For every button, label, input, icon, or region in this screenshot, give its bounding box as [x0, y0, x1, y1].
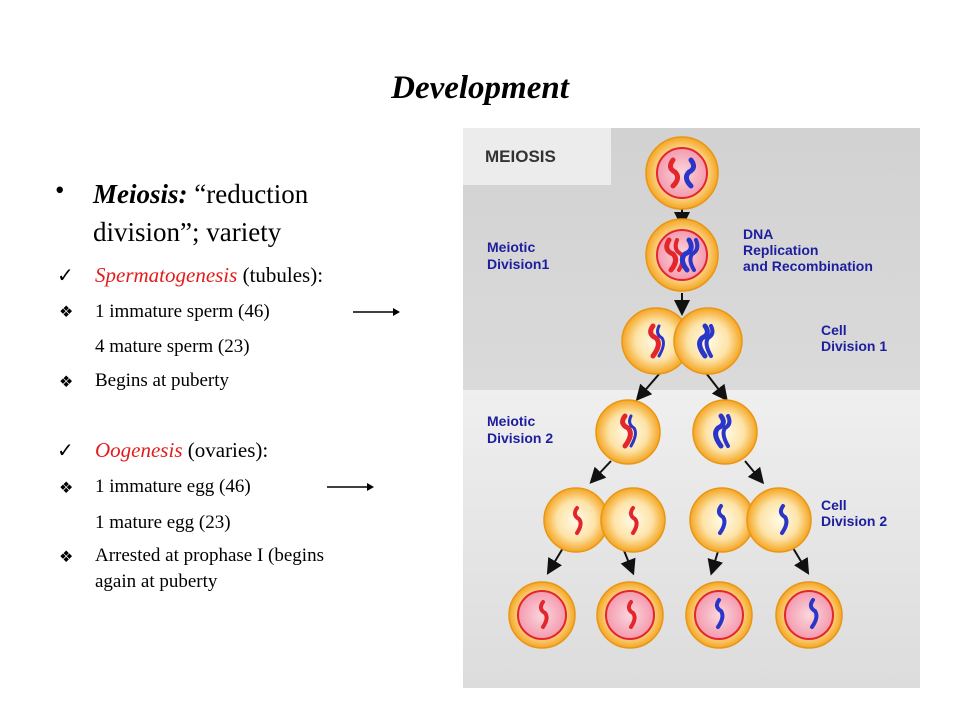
arrow-5: [589, 460, 612, 484]
header-box: [463, 128, 611, 185]
diamond-icon: ❖: [59, 374, 74, 391]
label-cd2-b: Division 2: [821, 513, 887, 529]
cell-stage3: [621, 307, 743, 375]
gamete-3: [685, 581, 753, 649]
meiosis-diagram: MEIOSIS Meiotic Division1 DNA Replicatio…: [463, 128, 920, 688]
label-md1-b: Division1: [487, 256, 549, 272]
sperm-a: 1 immature sperm (46): [95, 301, 270, 322]
diamond-icon: ❖: [59, 304, 74, 321]
arrow-right-icon: [353, 308, 400, 316]
arrow-10: [792, 547, 810, 575]
diamond-icon: ❖: [59, 480, 74, 497]
cell-stage5-left: [543, 487, 666, 553]
label-md1-a: Meiotic: [487, 239, 535, 255]
arrow-3: [635, 372, 661, 402]
cell-stage2: [645, 218, 719, 292]
bullet-meiosis: •: [55, 175, 64, 206]
oo-term: Oogenesis: [95, 438, 183, 462]
label-cd1-b: Division 1: [821, 338, 887, 354]
oo-heading: Oogenesis (ovaries):: [95, 438, 268, 463]
oo-b: 1 mature egg (23): [95, 512, 231, 533]
check-icon: ✓: [57, 440, 74, 462]
meiosis-term: Meiosis:: [93, 179, 188, 209]
meiosis-line1: “reduction: [187, 179, 309, 209]
sperm-heading: Spermatogenesis (tubules):: [95, 263, 323, 288]
arrow-6: [744, 460, 765, 485]
gamete-4: [775, 581, 843, 649]
sperm-term: Spermatogenesis: [95, 263, 238, 287]
cell-stage4-left: [595, 399, 661, 465]
bullet-dot: •: [55, 175, 65, 205]
cell-stage5-right: [689, 487, 812, 553]
slide-title: Development: [391, 70, 569, 106]
oo-rest: (ovaries):: [182, 438, 269, 462]
label-md2-a: Meiotic: [487, 413, 535, 429]
label-md2-b: Division 2: [487, 430, 553, 446]
meiosis-header: MEIOSIS: [485, 147, 556, 166]
sperm-b: 4 mature sperm (23): [95, 336, 250, 357]
cell-stage4-right: [692, 399, 758, 465]
arrow-7: [546, 547, 564, 575]
gamete-1: [508, 581, 576, 649]
sperm-rest: (tubules):: [237, 263, 324, 287]
meiosis-svg: MEIOSIS Meiotic Division1 DNA Replicatio…: [463, 128, 920, 688]
meiosis-line2: division”; variety: [93, 217, 282, 247]
oo-a: 1 immature egg (46): [95, 476, 251, 497]
sperm-c: Begins at puberty: [95, 370, 230, 391]
label-cd2-a: Cell: [821, 497, 847, 513]
label-dna-c: and Recombination: [743, 258, 873, 274]
label-dna-b: Replication: [743, 242, 818, 258]
diamond-icon: ❖: [59, 549, 74, 566]
gamete-2: [596, 581, 664, 649]
label-dna-a: DNA: [743, 226, 773, 242]
oo-c2: again at puberty: [95, 571, 218, 592]
label-cd1-a: Cell: [821, 322, 847, 338]
arrow-right-icon: [327, 483, 374, 491]
check-icon: ✓: [57, 265, 74, 287]
arrow-4: [705, 372, 728, 402]
cell-stage1: [645, 136, 719, 210]
meiosis-text: Meiosis: “reduction: [93, 175, 308, 213]
oo-c1: Arrested at prophase I (begins: [95, 545, 324, 566]
